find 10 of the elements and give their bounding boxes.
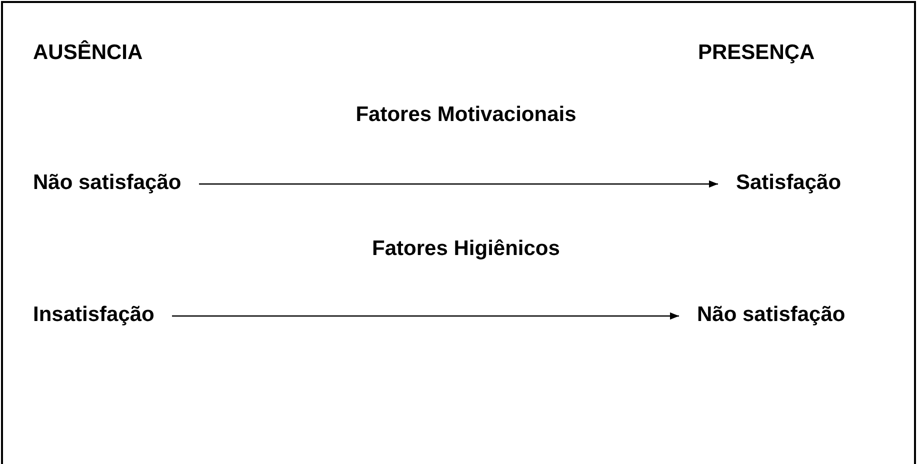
arrow — [172, 312, 679, 320]
state-label: Satisfação — [736, 170, 842, 196]
section-heading: Fatores Higiênicos — [372, 236, 560, 262]
state-label: Não satisfação — [33, 170, 182, 196]
state-label: Não satisfação — [697, 302, 846, 328]
section-heading: Fatores Motivacionais — [356, 102, 576, 128]
column-heading: AUSÊNCIA — [33, 40, 143, 66]
arrow — [199, 180, 718, 188]
column-heading: PRESENÇA — [698, 40, 815, 66]
state-label: Insatisfação — [33, 302, 154, 328]
